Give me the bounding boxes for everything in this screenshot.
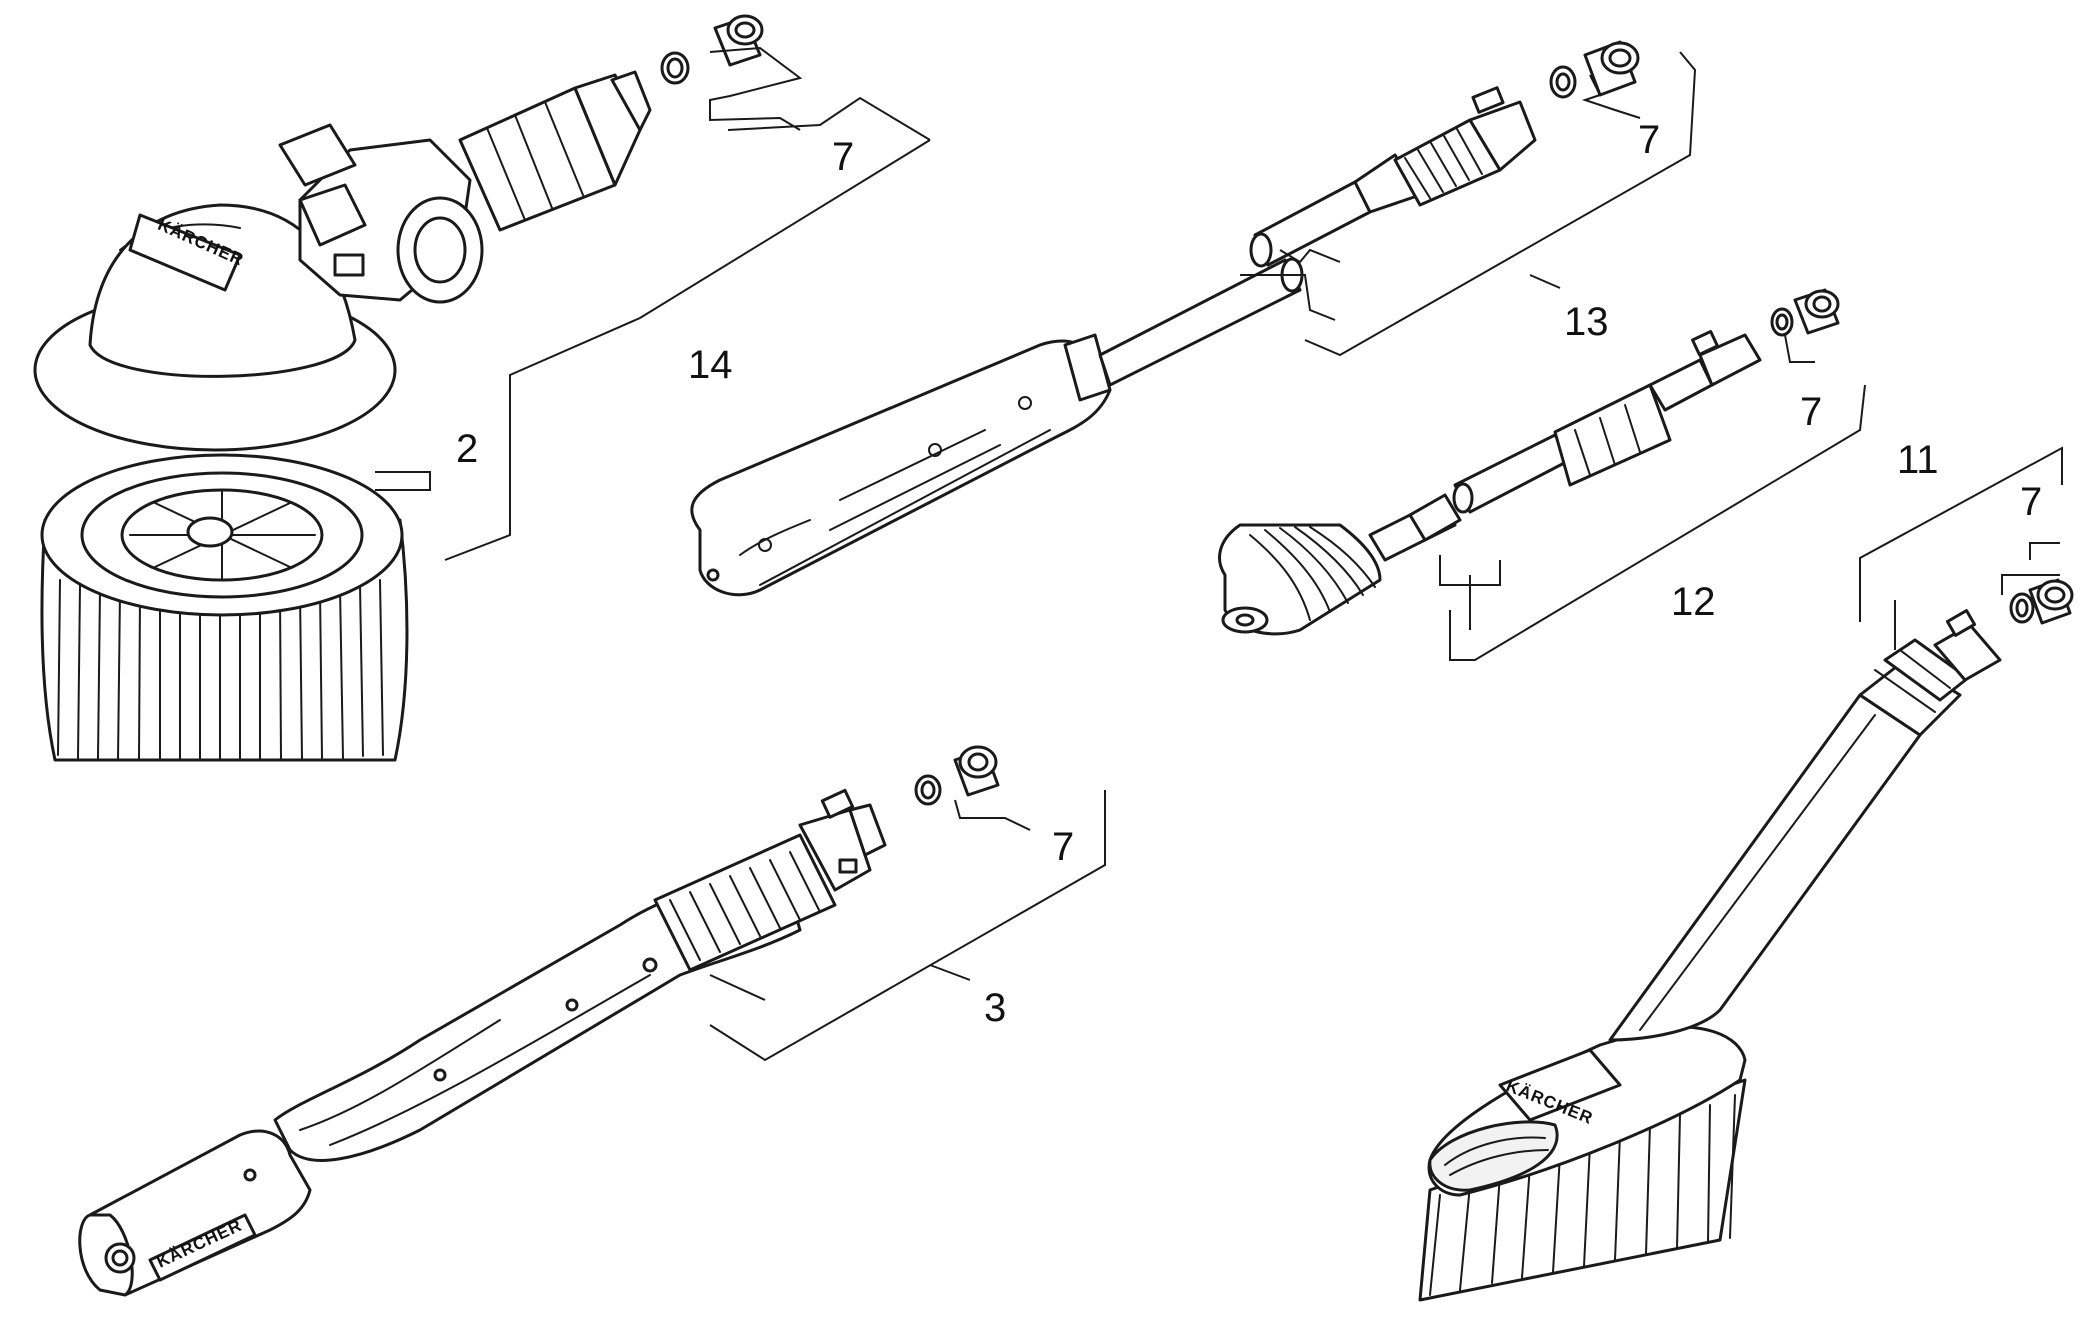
callout-3: 3: [984, 986, 1006, 1030]
leader-3-bracket: [929, 964, 971, 981]
brush-handle-connector: [458, 70, 652, 232]
callout-7-top-left: 7: [832, 135, 854, 179]
callout-13: 13: [1564, 300, 1609, 344]
nozzle-7b: [1583, 40, 1640, 97]
callout-12: 12: [1671, 580, 1716, 624]
callout-7-mid-right: 7: [1800, 390, 1822, 434]
callout-7-far-right: 7: [2020, 480, 2042, 524]
leader-14-bracket: [727, 96, 931, 141]
rotary-nozzle-lance-assembly: [1218, 288, 1866, 661]
spray-lance-3-assembly: KÄRCHER: [78, 745, 1106, 1297]
spray-handgun-lance-assembly: [690, 40, 1697, 597]
leader-11: [1859, 446, 2063, 622]
leader-7e: [2029, 542, 2060, 560]
wash-brush-neck-handle: [1608, 609, 2002, 1042]
brush-head-2: [40, 453, 409, 762]
leader-13: [1304, 51, 1697, 357]
leader-3: [709, 790, 1106, 1062]
nozzle-7c: [1793, 288, 1840, 335]
leader-13-tube-a: [1240, 274, 1336, 321]
leader-14: [444, 139, 931, 561]
leader-7c: [1784, 334, 1815, 363]
spray-grip: [690, 333, 1112, 597]
callout-7-top-right: 7: [1638, 118, 1660, 162]
rotating-wash-brush-assembly: KÄRCHER: [33, 14, 931, 762]
spray-lance-tip: KÄRCHER: [78, 1129, 312, 1297]
nozzle-7a: [713, 14, 764, 67]
nozzle-7e: [2028, 578, 2074, 625]
wash-brush-head: KÄRCHER: [1427, 1025, 1747, 1197]
leader-3-tick: [709, 974, 766, 1001]
callout-14: 14: [688, 343, 733, 387]
leader-7e-bracket: [2001, 574, 2060, 595]
leader-7b: [1581, 74, 1641, 119]
rotary-nozzle-head: [1218, 523, 1382, 636]
nozzle-7d: [953, 745, 1000, 797]
wash-brush-assembly: KÄRCHER: [1418, 446, 2074, 1302]
leader-13-tube-b: [1279, 248, 1341, 264]
callout-7-lower-middle: 7: [1052, 825, 1074, 869]
leader-13-tick: [1529, 274, 1561, 289]
leader-7d: [954, 799, 1031, 831]
lance-tube-12: [1368, 330, 1762, 562]
leader-2: [375, 471, 431, 491]
spray-lance-body: [273, 858, 802, 1162]
callout-11: 11: [1897, 438, 1939, 482]
spray-lance-grip-ribs: [653, 788, 887, 972]
leader-12: [1449, 384, 1866, 661]
callout-2: 2: [456, 427, 478, 471]
brush-swivel-joint: [278, 123, 484, 304]
leader-7a: [709, 46, 803, 131]
lance-tube-13: [1098, 86, 1537, 387]
brush-motor-housing: KÄRCHER: [33, 203, 397, 452]
